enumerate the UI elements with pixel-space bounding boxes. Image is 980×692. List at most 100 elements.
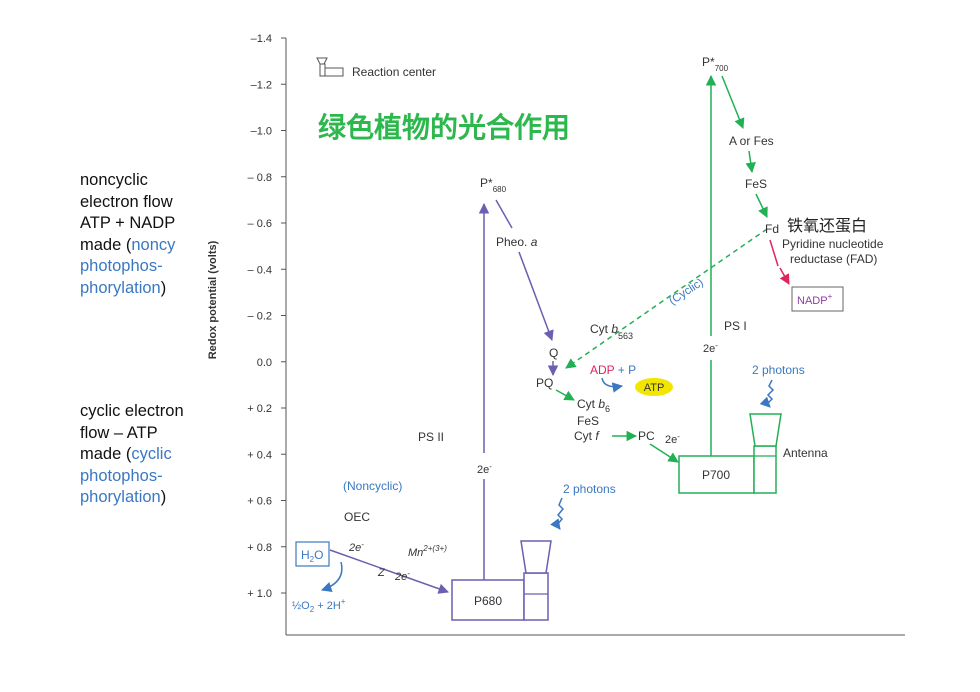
photons-label-ps2: 2 photons <box>563 482 616 496</box>
y-tick-label: + 0.8 <box>247 542 272 554</box>
o2-rest: + 2H <box>314 600 341 612</box>
y-tick-label: – 0.6 <box>248 218 272 230</box>
pheo-a-text: a <box>531 235 538 249</box>
cyt-b563-text: Cyt <box>590 322 609 336</box>
noncyclic-line1: noncyclic <box>80 171 148 189</box>
y-tick-label: + 0.2 <box>247 403 272 415</box>
pheo-text: Pheo. <box>496 235 527 249</box>
ps1-2e-mask <box>702 336 720 360</box>
p700-star-sub: 700 <box>715 64 729 73</box>
fd-cn-label: 铁氧还蛋白 <box>787 216 867 235</box>
o2-sup: + <box>341 597 346 606</box>
oec-label: OEC <box>344 510 370 524</box>
h2o-h: H <box>301 548 310 562</box>
ps1-2e-sup: - <box>715 341 718 350</box>
cyclic-line5: phorylation) <box>80 487 202 509</box>
fd-label: Fd <box>765 222 779 236</box>
y-tick-label: + 1.0 <box>247 588 272 600</box>
p680-star-text: P* <box>480 176 493 190</box>
ps2-antenna-stem <box>523 572 549 621</box>
p680-to-pheo-line <box>495 199 513 229</box>
noncyclic-line4-prefix: made ( <box>80 235 132 254</box>
pq-label: PQ <box>536 376 553 390</box>
reductase-to-nadp-arrow <box>779 267 790 285</box>
mn-text: Mn <box>408 547 423 559</box>
p700-to-a-arrow <box>721 75 745 129</box>
plus-p-text: + P <box>614 363 636 377</box>
nadp-sup: + <box>828 292 833 301</box>
y-axis-label: Redox potential (volts) <box>207 240 219 359</box>
ps2-2e-sup: - <box>489 462 492 471</box>
pc-2e-text: 2e <box>665 434 677 446</box>
e-a-sup: - <box>361 540 364 549</box>
cyt-b6-sub: 6 <box>605 404 610 414</box>
p700-star-label: P*700 <box>702 55 729 73</box>
y-tick-label: 0.0 <box>257 357 272 369</box>
fd-to-reductase-line <box>769 239 779 267</box>
adp-p-label: ADP + P <box>590 363 636 377</box>
ps1-antenna-stem <box>753 445 777 494</box>
nadp-text: NADP <box>797 295 828 307</box>
pc-2e-label: 2e- <box>665 432 680 447</box>
nadp-label: NADP+ <box>797 292 833 307</box>
q-label: Q <box>549 346 558 360</box>
p680-star-label: P*680 <box>480 176 507 194</box>
noncyclic-line3: ATP + NADP <box>80 214 176 232</box>
mn-label: Mn2+(3+) <box>408 544 447 559</box>
pc-to-p700-arrow <box>649 443 679 463</box>
noncyclic-line6-suffix: ) <box>160 278 167 297</box>
noncyclic-line4-highlight: noncy <box>131 235 176 254</box>
cyt-b6-text: Cyt <box>577 397 596 411</box>
mn-sup: 2+(3+) <box>422 544 447 553</box>
adp-text: ADP <box>590 363 615 377</box>
y-tick-label: –1.4 <box>251 33 272 45</box>
p700-box <box>678 455 755 494</box>
e-b-sup: - <box>407 569 410 578</box>
y-tick-label: + 0.4 <box>247 449 272 461</box>
h2o-box <box>295 541 330 567</box>
ps1-2e-text: 2e <box>703 343 715 355</box>
y-tick-label: + 0.6 <box>247 496 272 508</box>
ps2-2e-text: 2e <box>477 464 489 476</box>
legend-label: Reaction center <box>352 65 436 79</box>
ps2-label: PS II <box>418 430 444 444</box>
pc-label: PC <box>638 429 655 443</box>
photons-arrow-ps1 <box>759 379 775 408</box>
fes-to-fd-arrow <box>755 193 768 218</box>
water-splitting-arrow <box>321 561 343 592</box>
fes-top-label: FeS <box>745 177 767 191</box>
atp-highlight <box>635 378 673 396</box>
o2-sub: 2 <box>310 605 315 614</box>
p680-label: P680 <box>474 594 502 608</box>
pheo-to-q-arrow <box>518 251 554 341</box>
noncyclic-line4: made (noncy <box>80 235 235 257</box>
cyclic-label: (Cyclic) <box>667 277 706 308</box>
noncyclic-line6-text: phorylation <box>80 278 161 297</box>
p700-label: P700 <box>702 468 730 482</box>
cyt-b6-label: Cyt b6 <box>577 397 610 414</box>
cyclic-line5-text: phorylation <box>80 488 161 506</box>
cyclic-line1: cyclic electron <box>80 402 184 420</box>
y-tick-label: –1.2 <box>251 79 272 91</box>
h2o-label: H2O <box>301 548 323 564</box>
cyt-b563-sub: 563 <box>618 331 633 341</box>
pheo-label: Pheo. a <box>496 235 538 249</box>
e-a-text: 2e <box>348 542 361 554</box>
noncyclic-line5: photophos- <box>80 257 163 275</box>
a-or-fes-label: A or Fes <box>729 134 774 148</box>
pc-2e-sup: - <box>677 432 680 441</box>
ps2-2e-mask <box>478 453 492 479</box>
ps2-2e-label: 2e- <box>477 462 492 477</box>
noncyclic-line6: phorylation) <box>80 278 235 300</box>
cyt-f-text: Cyt <box>574 429 593 443</box>
a-to-fes-arrow <box>745 150 756 174</box>
reaction-center-legend-icon <box>316 57 344 77</box>
nadp-box <box>791 286 844 312</box>
pq-to-cytb6-arrow <box>555 389 575 401</box>
y-tick-label: – 0.8 <box>248 172 272 184</box>
noncyclic-label: (Noncyclic) <box>343 479 402 493</box>
e-b-text: 2e <box>394 571 407 583</box>
o2-half: ½O <box>292 600 310 612</box>
p680-star-sub: 680 <box>493 185 507 194</box>
